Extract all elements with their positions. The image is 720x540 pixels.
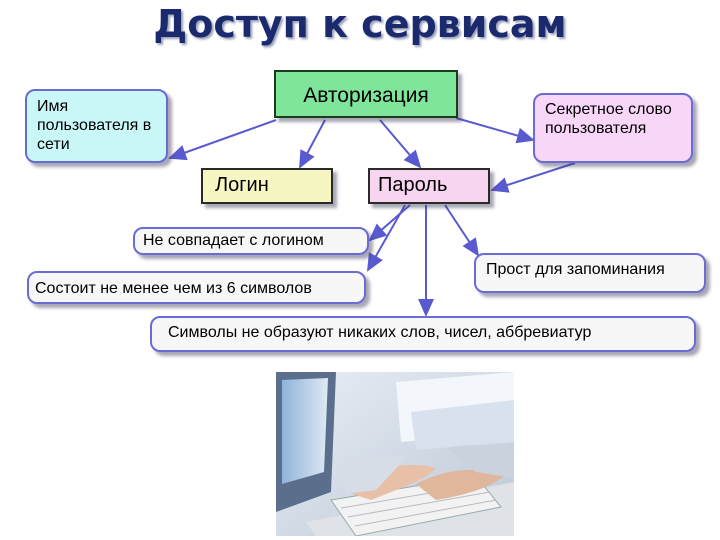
rule-symbols-box: Символы не образуют никаких слов, чисел,… <box>150 316 696 352</box>
username-box: Имя пользователя в сети <box>25 89 168 163</box>
rule-six-chars-box: Состоит не менее чем из 6 символов <box>27 271 366 304</box>
arrow-secret-to-password <box>490 162 576 193</box>
authorization-box: Авторизация <box>274 70 458 118</box>
rule-no-match-box: Не совпадает с логином <box>133 227 369 255</box>
arrow-auth-to-password <box>379 119 422 169</box>
password-box: Пароль <box>368 168 490 204</box>
arrow-password-to-six <box>367 204 406 272</box>
secret-word-box: Секретное слово пользователя <box>533 93 693 163</box>
arrow-auth-to-login <box>299 119 326 169</box>
page-title: Доступ к сервисам <box>153 2 567 46</box>
arrow-password-to-nomatch <box>368 204 411 242</box>
office-keyboard-photo <box>276 372 514 536</box>
arrow-password-to-simple <box>444 204 480 257</box>
rule-simple-box: Прост для запоминания <box>474 253 706 293</box>
login-box: Логин <box>201 168 333 204</box>
arrow-auth-to-secret <box>455 117 535 144</box>
arrow-auth-to-user <box>168 119 277 161</box>
